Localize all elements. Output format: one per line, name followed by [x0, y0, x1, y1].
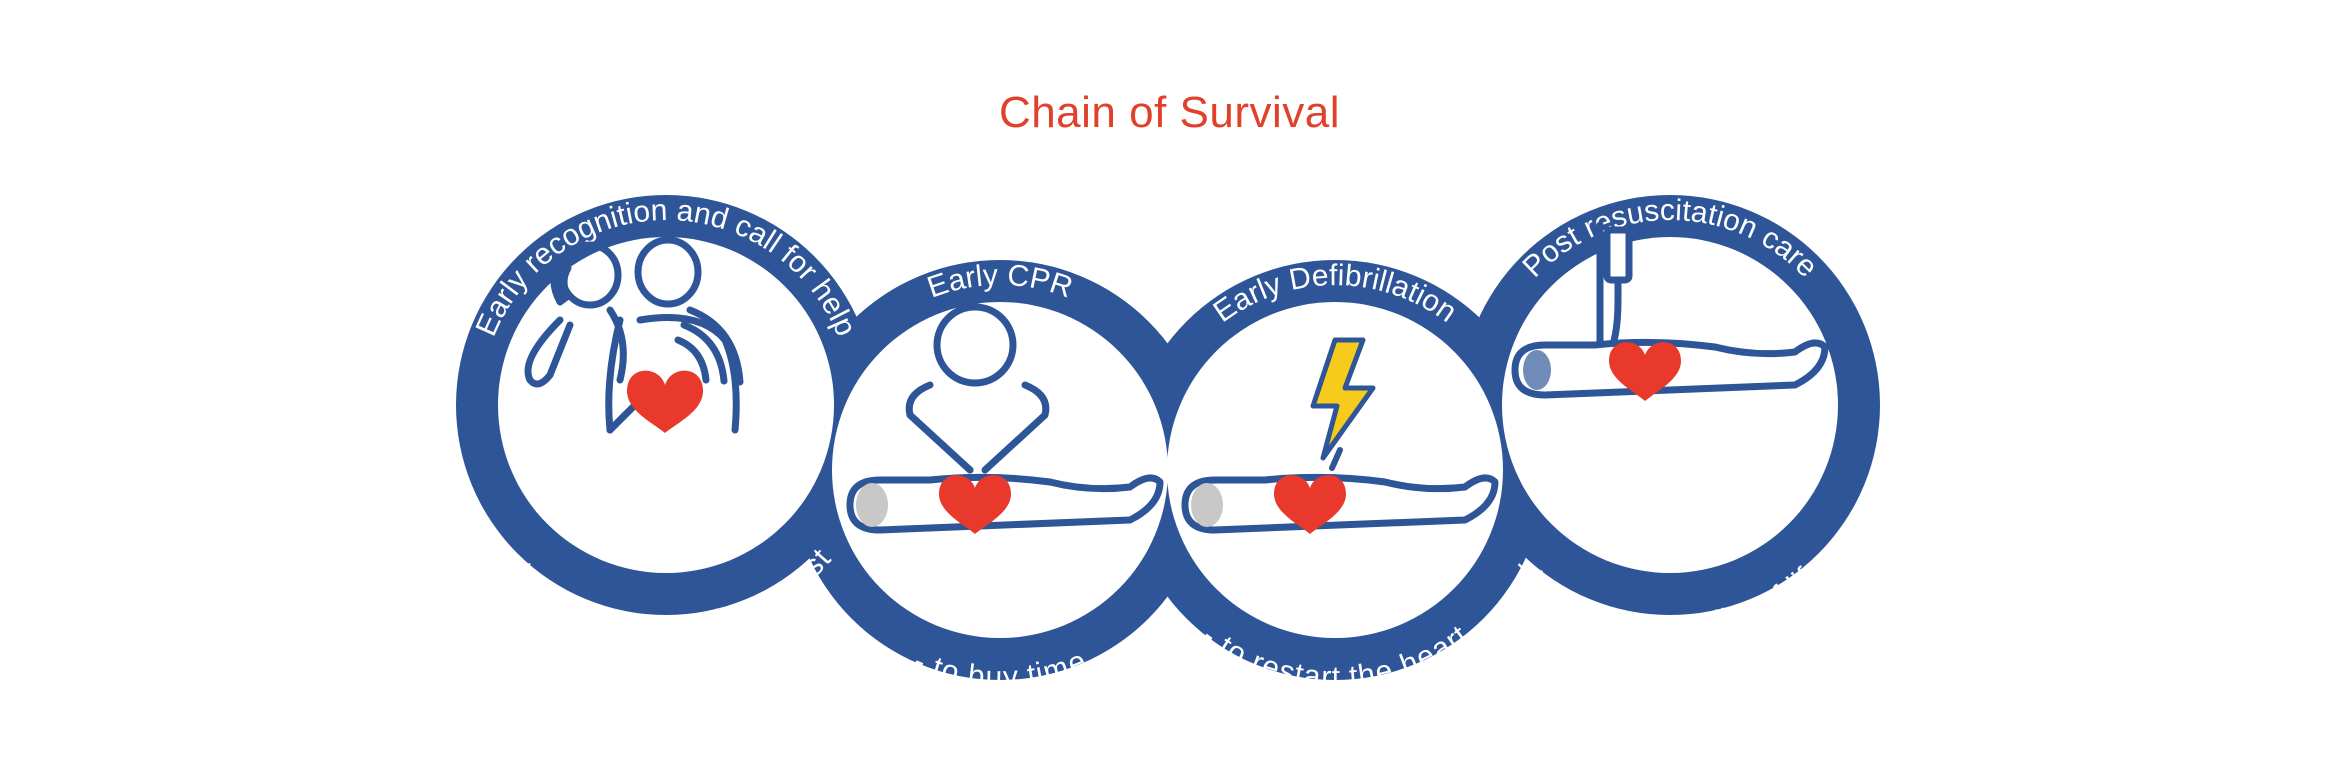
heart-icon	[1609, 342, 1681, 401]
heart-icon	[627, 370, 703, 433]
heart-icon	[939, 475, 1011, 534]
head-icon	[1191, 483, 1223, 527]
heart-icon	[1274, 475, 1346, 534]
diagram-title: Chain of Survival	[998, 88, 1341, 137]
phone-call-heart-icon	[524, 236, 744, 434]
head-icon	[1523, 350, 1551, 390]
head-icon	[856, 483, 888, 527]
